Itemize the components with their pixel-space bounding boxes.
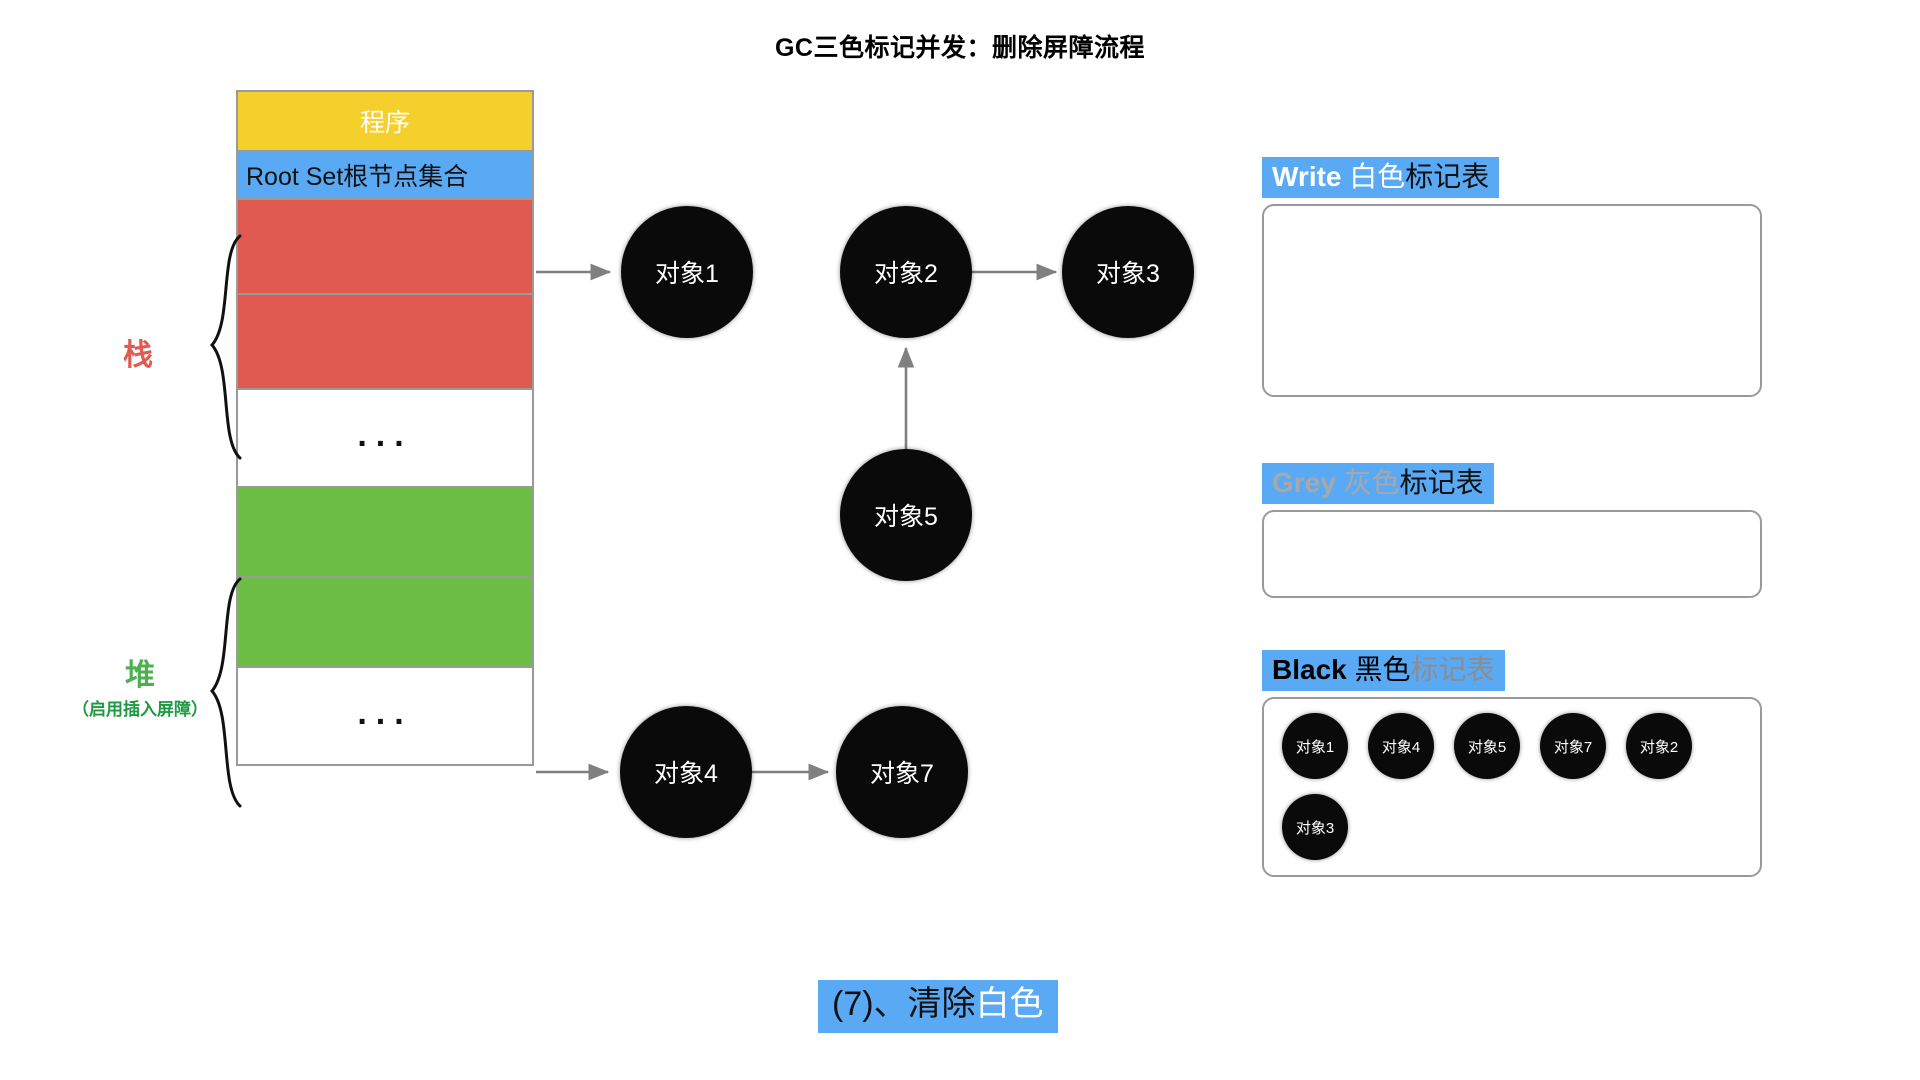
white-table-title: Write 白色标记表 — [1262, 157, 1500, 198]
heap-slot-1 — [236, 486, 534, 578]
stack-brace-icon — [210, 234, 242, 460]
black-list-item[interactable]: 对象3 — [1282, 794, 1348, 860]
grey-table-box[interactable] — [1262, 510, 1762, 598]
graph-node-obj3[interactable]: 对象3 — [1062, 206, 1194, 338]
black-list-item[interactable]: 对象5 — [1454, 713, 1520, 779]
graph-node-obj1[interactable]: 对象1 — [621, 206, 753, 338]
graph-node-obj4[interactable]: 对象4 — [620, 706, 752, 838]
heap-label: 堆 — [125, 659, 155, 692]
stack-slot-2 — [236, 293, 534, 390]
heap-slot-2 — [236, 576, 534, 668]
black-table-title: Black 黑色标记表 — [1262, 650, 1505, 691]
heap-brace-icon — [210, 577, 242, 808]
black-table-box[interactable]: 对象1 对象4 对象5 对象7 对象2 对象3 — [1262, 697, 1762, 877]
step-caption: (7)、清除白色 — [818, 980, 1058, 1033]
black-list-item[interactable]: 对象2 — [1626, 713, 1692, 779]
graph-node-obj2[interactable]: 对象2 — [840, 206, 972, 338]
grey-table-title: Grey 灰色标记表 — [1262, 463, 1494, 504]
white-table-title-en: Write — [1272, 161, 1350, 192]
grey-table-title-en: Grey — [1272, 467, 1344, 498]
graph-node-obj7[interactable]: 对象7 — [836, 706, 968, 838]
black-table-title-en: Black — [1272, 654, 1355, 685]
white-table-box[interactable] — [1262, 204, 1762, 397]
grey-table-title-color: 灰色 — [1343, 467, 1400, 498]
black-table-title-color: 黑色 — [1354, 654, 1411, 685]
white-table-title-color: 白色 — [1349, 161, 1406, 192]
white-table-title-rest: 标记表 — [1405, 161, 1490, 192]
root-set-box: Root Set根节点集合 — [236, 150, 534, 200]
heap-sublabel: （启用插入屏障） — [72, 700, 208, 719]
page-title: GC三色标记并发：删除屏障流程 — [774, 34, 1145, 62]
caption-prefix: (7)、清除 — [832, 985, 976, 1023]
program-box: 程序 — [236, 90, 534, 152]
black-list-item[interactable]: 对象7 — [1540, 713, 1606, 779]
grey-table-title-rest: 标记表 — [1399, 467, 1484, 498]
memory-column: 程序 Root Set根节点集合 ... ... — [236, 90, 534, 766]
black-list-item[interactable]: 对象1 — [1282, 713, 1348, 779]
graph-node-obj5[interactable]: 对象5 — [840, 449, 972, 581]
black-list-item[interactable]: 对象4 — [1368, 713, 1434, 779]
heap-ellipsis-row: ... — [236, 666, 534, 766]
black-table-title-rest: 标记表 — [1410, 654, 1495, 685]
caption-highlight: 白色 — [975, 985, 1044, 1023]
stack-label: 栈 — [123, 339, 153, 372]
